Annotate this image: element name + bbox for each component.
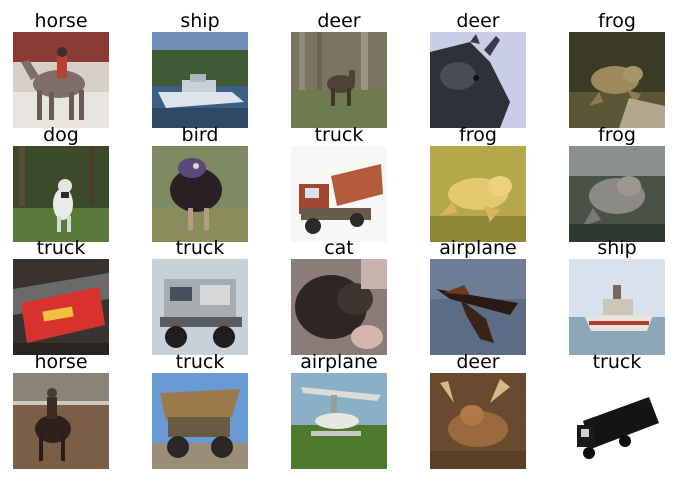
- thumbnail-label: horse: [34, 10, 88, 32]
- thumbnail-label: deer: [456, 351, 500, 373]
- thumbnail-image: [13, 146, 109, 242]
- thumbnail-label: airplane: [300, 351, 378, 373]
- thumbnail-image: [13, 32, 109, 128]
- thumbnail-image: [430, 32, 526, 128]
- thumbnail-label: truck: [175, 351, 225, 373]
- thumbnail-label: frog: [459, 124, 497, 146]
- thumbnail-image: [291, 32, 387, 128]
- thumbnail-label: cat: [324, 237, 354, 259]
- thumbnail-image: [291, 259, 387, 355]
- thumbnail-image: [152, 32, 248, 128]
- thumbnail-image: [152, 373, 248, 469]
- thumbnail-label: frog: [598, 10, 636, 32]
- thumbnail-label: truck: [314, 124, 364, 146]
- thumbnail-label: dog: [43, 124, 79, 146]
- thumbnail-image: [569, 146, 665, 242]
- thumbnail-image: [13, 259, 109, 355]
- thumbnail-label: frog: [598, 124, 636, 146]
- thumbnail-label: ship: [597, 237, 637, 259]
- thumbnail-label: truck: [36, 237, 86, 259]
- thumbnail-image: [430, 259, 526, 355]
- thumbnail-image: [291, 373, 387, 469]
- thumbnail-label: truck: [175, 237, 225, 259]
- thumbnail-image: [291, 146, 387, 242]
- thumbnail-label: deer: [456, 10, 500, 32]
- thumbnail-label: bird: [181, 124, 219, 146]
- thumbnail-label: deer: [317, 10, 361, 32]
- thumbnail-image: [152, 146, 248, 242]
- thumbnail-image: [569, 373, 665, 469]
- thumbnail-label: airplane: [439, 237, 517, 259]
- thumbnail-image: [152, 259, 248, 355]
- thumbnail-image: [430, 373, 526, 469]
- thumbnail-label: truck: [592, 351, 642, 373]
- thumbnail-image: [13, 373, 109, 469]
- thumbnail-image: [569, 259, 665, 355]
- thumbnail-image: [569, 32, 665, 128]
- thumbnail-image: [430, 146, 526, 242]
- thumbnail-label: ship: [180, 10, 220, 32]
- thumbnail-label: horse: [34, 351, 88, 373]
